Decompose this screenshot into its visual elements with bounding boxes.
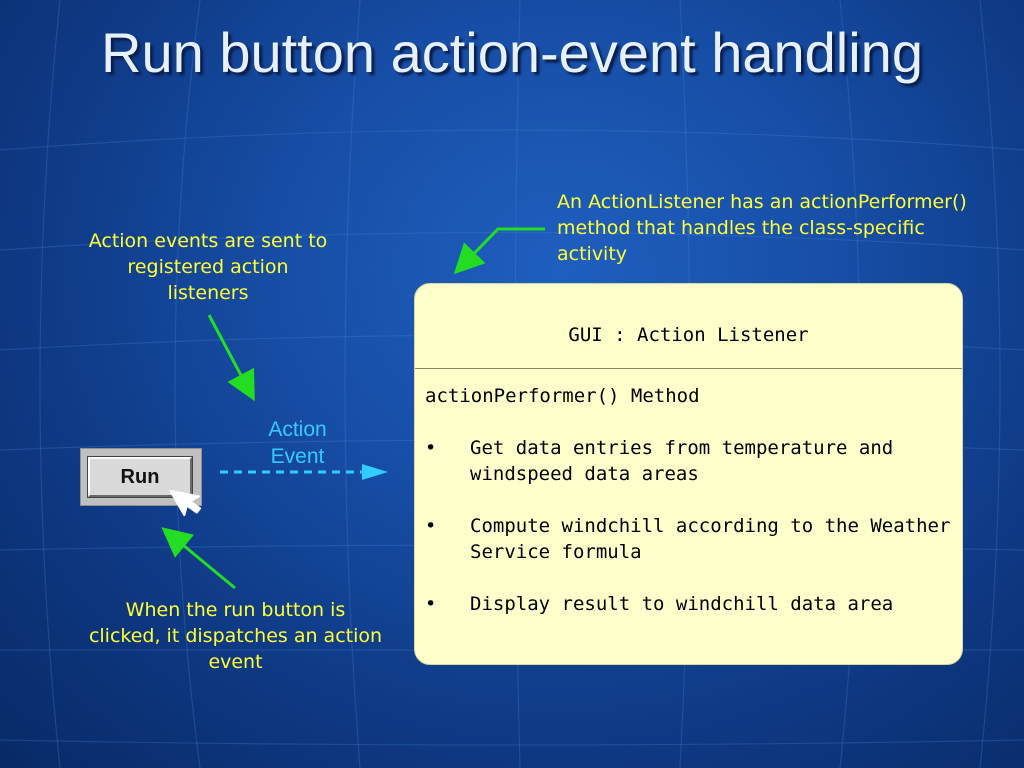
registered-listeners-note: Action events are sent to registered act… <box>88 230 328 304</box>
listener-box-title: GUI : Action Listener <box>415 284 962 369</box>
bullet-icon: • <box>425 437 437 459</box>
action-listener-box: GUI : Action Listener actionPerformer() … <box>414 283 963 665</box>
run-button[interactable]: Run <box>87 456 193 498</box>
bullet-text: Compute windchill according to the Weath… <box>470 515 951 563</box>
arrow-to-listener-box <box>453 227 545 275</box>
bullet-text: Display result to windchill data area <box>470 593 894 615</box>
run-button-frame: Run <box>80 448 202 506</box>
list-item: • Compute windchill according to the Wea… <box>425 513 952 565</box>
action-event-label: Action Event <box>268 418 327 468</box>
bullet-icon: • <box>425 515 437 537</box>
arrow-to-run-button <box>161 527 236 590</box>
method-title: actionPerformer() Method <box>425 385 700 407</box>
action-listener-note: An ActionListener has an actionPerformer… <box>557 191 967 265</box>
run-dispatch-note: When the run button is clicked, it dispa… <box>88 599 383 673</box>
list-item: • Get data entries from temperature and … <box>425 435 952 487</box>
bullet-text: Get data entries from temperature and wi… <box>470 437 894 485</box>
action-event-arrowhead <box>362 464 388 480</box>
arrow-to-action-event <box>207 314 255 402</box>
listener-box-body: actionPerformer() Method • Get data entr… <box>415 369 962 617</box>
page-title: Run button action-event handling <box>101 21 923 84</box>
mouse-cursor-icon <box>169 489 202 517</box>
list-item: • Display result to windchill data area <box>425 591 952 617</box>
bullet-icon: • <box>425 593 437 615</box>
